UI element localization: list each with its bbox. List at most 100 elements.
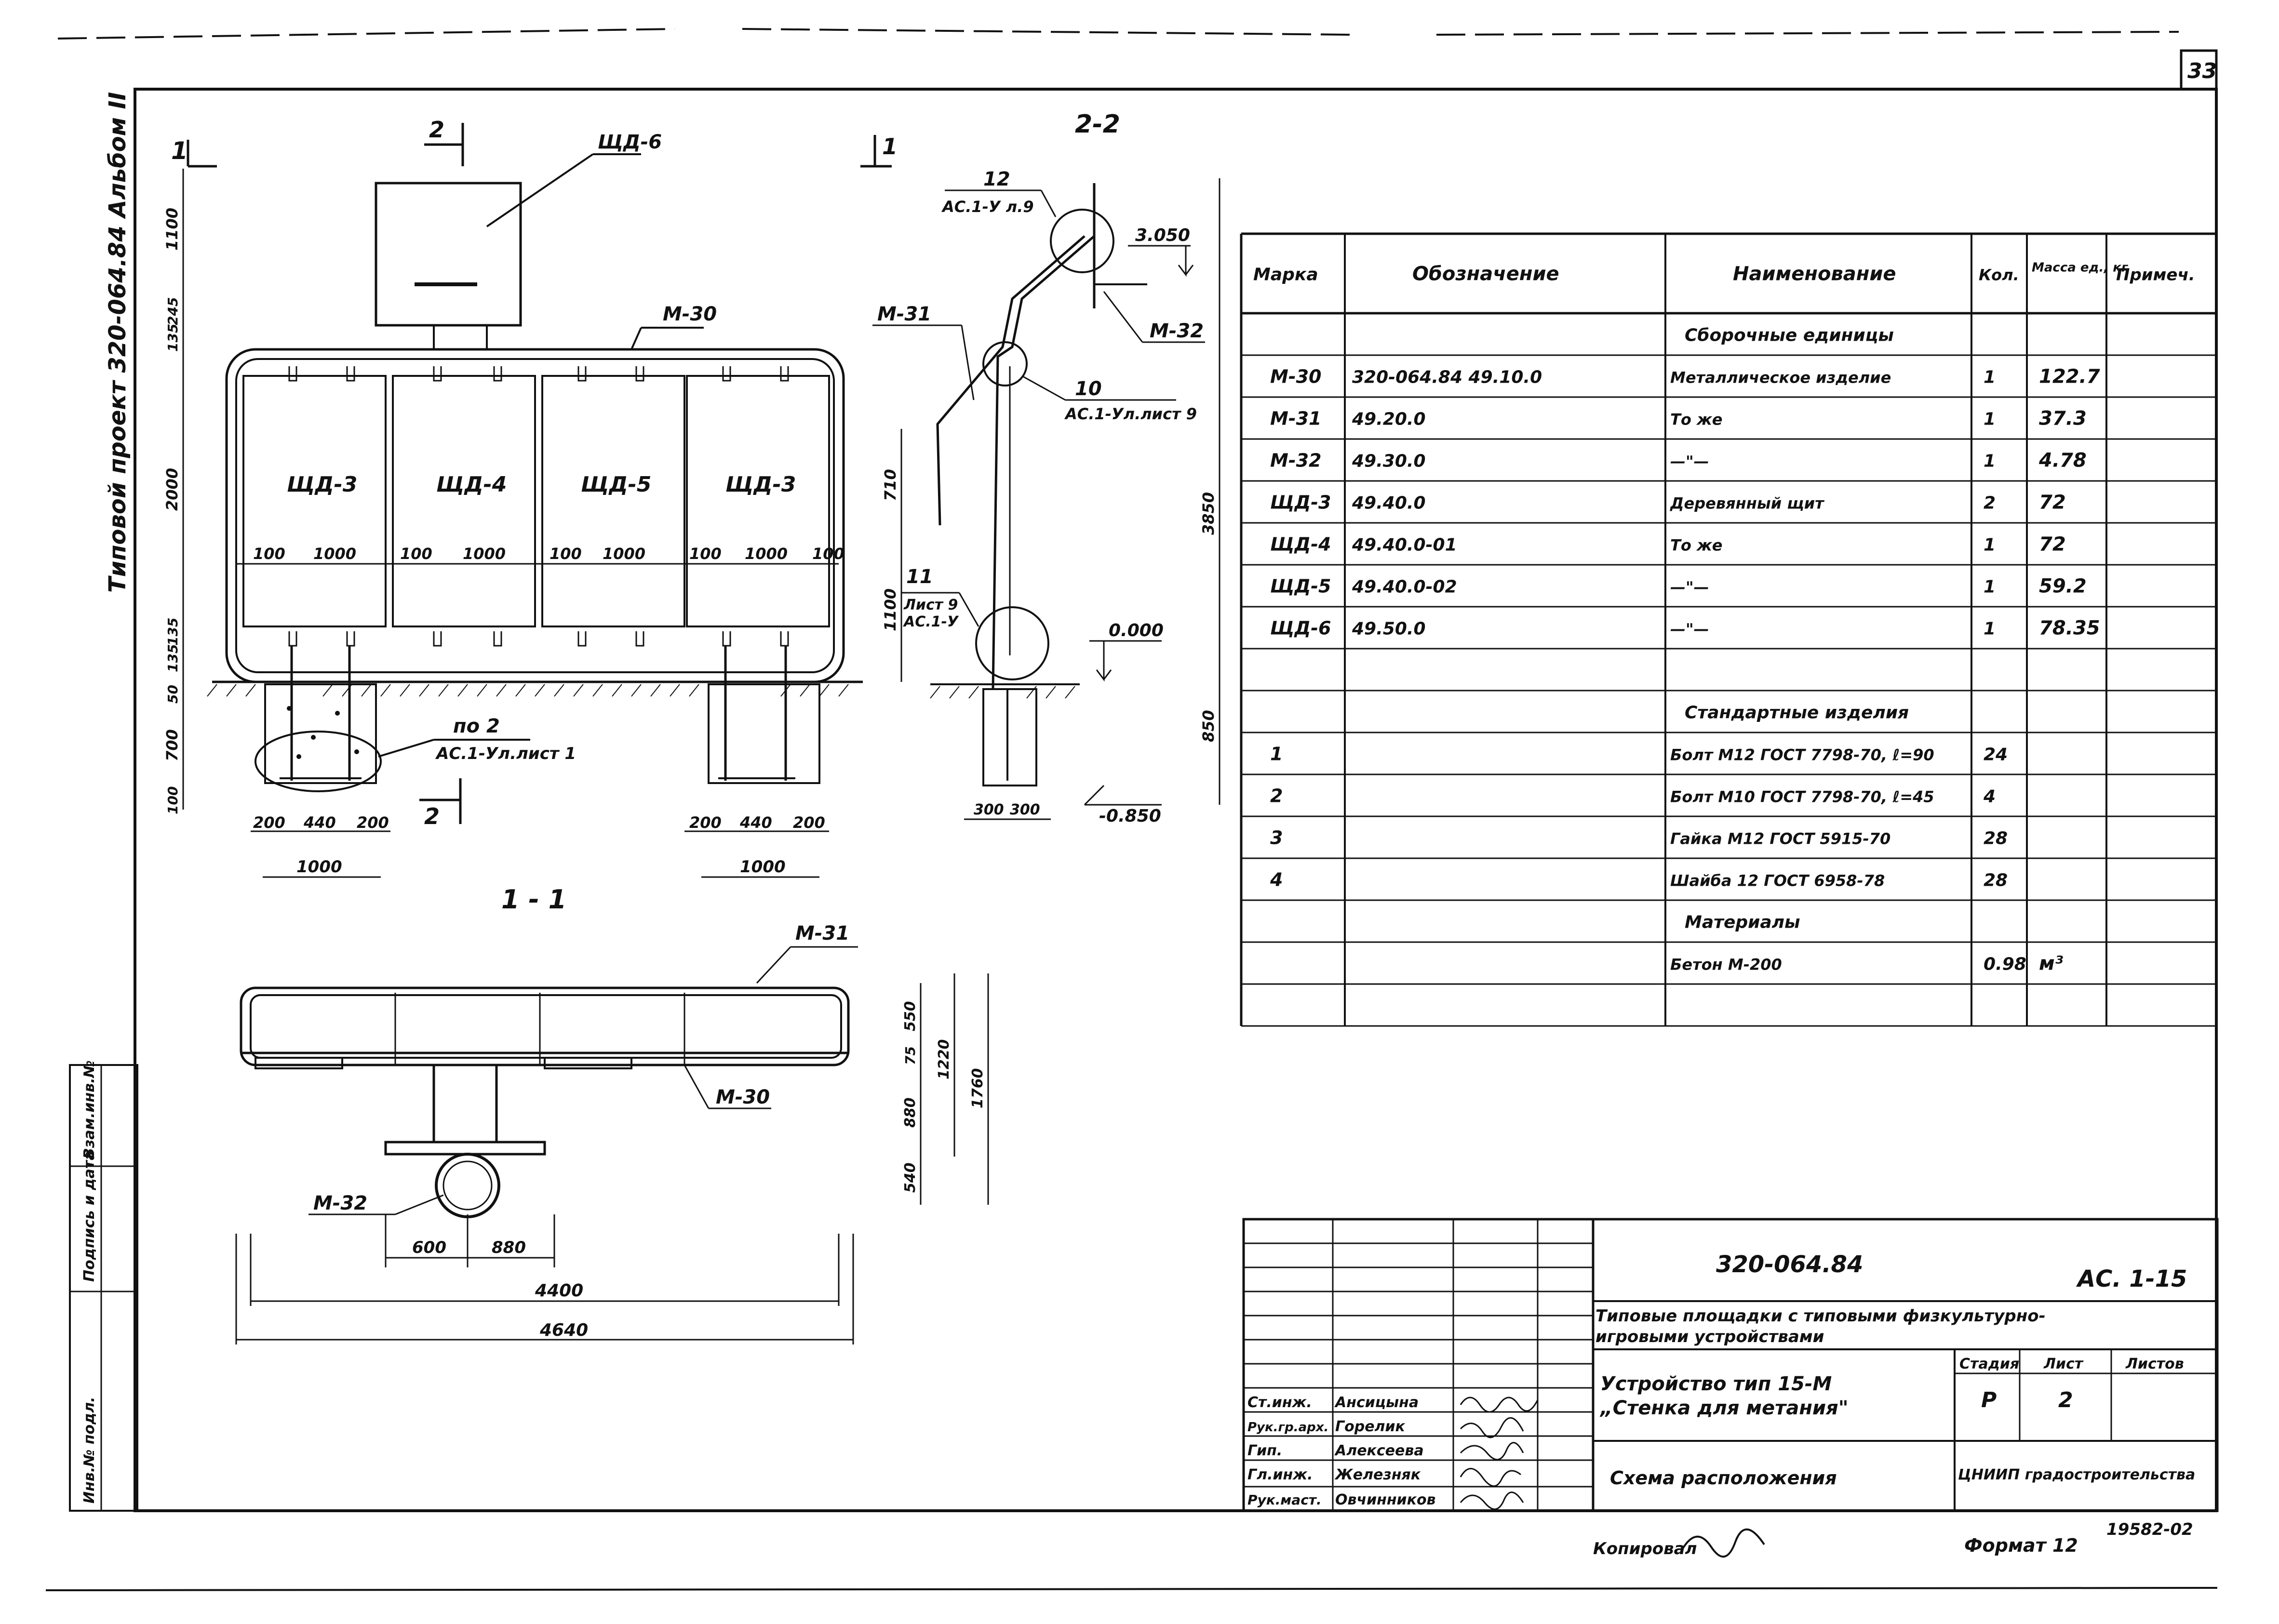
svg-text:540: 540 <box>902 1162 919 1193</box>
svg-text:100: 100 <box>689 545 722 563</box>
spec-header-mass: Масса ед., кг <box>2032 261 2129 275</box>
spec-cell-mark: М-30 <box>1270 366 1321 387</box>
callout-po2: по 2 <box>453 715 500 737</box>
spec-cell-designation: 320-064.84 49.10.0 <box>1352 368 1542 387</box>
svg-text:1000: 1000 <box>740 857 786 877</box>
svg-text:700: 700 <box>163 729 181 761</box>
spec-cell-name: Шайба 12 ГОСТ 6958-78 <box>1670 872 1885 890</box>
elev-top: 3.050 <box>1135 226 1190 245</box>
title-block: 320-064.84 АС. 1-15 Типовые площадки с т… <box>1242 1218 2219 1512</box>
spec-cell-mark: 3 <box>1270 827 1283 849</box>
left-vertical-dims: 1100 135 245 2000 135 135 50 700 100 <box>163 169 184 814</box>
spec-cell-name: То же <box>1670 536 1723 555</box>
svg-text:1000: 1000 <box>296 857 342 877</box>
project-title-2: игровыми устройствами <box>1595 1327 1824 1346</box>
spec-cell-qty: 24 <box>1984 745 2008 765</box>
stage-value: Р <box>1981 1388 1997 1412</box>
spec-cell-mass: 59.2 <box>2039 575 2087 598</box>
svg-text:100: 100 <box>550 545 582 563</box>
stage-label: Стадия <box>1959 1356 2019 1372</box>
section-2-2-title: 2-2 <box>1075 110 1120 139</box>
svg-text:135: 135 <box>165 644 181 672</box>
svg-text:1000: 1000 <box>463 545 506 563</box>
spec-cell-designation: 49.40.0-01 <box>1352 535 1457 555</box>
svg-text:3850: 3850 <box>1199 492 1218 535</box>
svg-text:440: 440 <box>303 813 336 832</box>
label-m32-section: М-32 <box>1150 320 1204 342</box>
callout-12-ref: АС.1-У л.9 <box>941 198 1034 216</box>
svg-text:2: 2 <box>429 117 444 143</box>
label-shd6: ЩД-6 <box>598 131 662 153</box>
svg-text:Ансицына: Ансицына <box>1334 1394 1419 1411</box>
panel-width-dims: 100 1000 100 1000 100 1000 100 1000 100 <box>236 545 845 565</box>
cut-mark-2-bottom: 2 <box>419 778 462 829</box>
project-code: 320-064.84 <box>1716 1251 1863 1278</box>
svg-text:2: 2 <box>424 803 440 829</box>
svg-text:1000: 1000 <box>313 545 356 563</box>
spec-cell-mark: 4 <box>1270 869 1283 891</box>
project-title-1: Типовые площадки с типовыми физкультурно… <box>1595 1306 2046 1326</box>
panel-label-3: ЩД-5 <box>581 472 651 497</box>
elev-ground: 0.000 <box>1109 621 1164 640</box>
svg-text:1100: 1100 <box>163 208 181 251</box>
svg-text:300: 300 <box>1010 801 1040 818</box>
svg-text:850: 850 <box>1199 710 1218 742</box>
elev-bottom: -0.850 <box>1099 806 1161 826</box>
spec-cell-mass: 37.3 <box>2039 408 2087 430</box>
svg-text:200: 200 <box>793 813 825 832</box>
footing-dims: 200 440 200 1000 200 440 200 1000 <box>251 813 829 878</box>
side-stamp: Инв.№ подл. Подпись и дата Взам.инв.№ <box>69 1060 138 1512</box>
spec-cell-qty: 28 <box>1984 871 2008 891</box>
svg-text:710: 710 <box>881 469 899 501</box>
spec-cell-mark: ЩД-3 <box>1270 492 1331 513</box>
svg-text:4400: 4400 <box>535 1281 583 1301</box>
spec-cell-name: —"— <box>1670 453 1709 471</box>
spec-cell-qty: 1 <box>1984 368 1996 387</box>
spec-cell-name: Стандартные изделия <box>1685 703 1909 723</box>
spec-cell-qty: 28 <box>1984 829 2008 849</box>
object-line-2: „Стенка для метания" <box>1599 1397 1849 1419</box>
callout-11-num: 11 <box>906 566 933 588</box>
copied-signature <box>1681 1528 1765 1557</box>
spec-cell-mass: 72 <box>2039 492 2066 514</box>
spec-cell-designation: 49.40.0-02 <box>1352 577 1457 597</box>
signatures <box>1460 1397 1539 1510</box>
spec-header-note: Примеч. <box>2116 266 2195 285</box>
footer: Копировал Формат 12 19582-02 <box>1593 1520 2193 1558</box>
object-line-1: Устройство тип 15-М <box>1600 1373 1832 1395</box>
people-list: Ст.инж. Ансицына Рук.гр.арх. Горелик Гип… <box>1247 1394 1436 1508</box>
page-number: 33 <box>2187 59 2217 83</box>
spec-cell-qty: 0.98 <box>1984 955 2026 974</box>
section-1-1: 1 - 1 М-31 М-30 М-32 550 75 880 540 1220… <box>235 884 989 1344</box>
svg-text:100: 100 <box>165 786 181 814</box>
label-m32-plan: М-32 <box>313 1192 367 1214</box>
svg-text:135: 135 <box>165 324 181 352</box>
spec-cell-mark: М-32 <box>1270 450 1321 471</box>
callout-11-ref1: Лист 9 <box>903 597 958 613</box>
svg-text:Овчинников: Овчинников <box>1335 1491 1436 1508</box>
spec-cell-name: Материалы <box>1685 913 1800 932</box>
stamp-col-3: Взам.инв.№ <box>81 1060 98 1159</box>
spec-cell-name: Гайка М12 ГОСТ 5915-70 <box>1670 830 1890 848</box>
svg-text:245: 245 <box>165 297 181 325</box>
cut-mark-1-right: 1 <box>860 133 898 168</box>
svg-text:200: 200 <box>689 813 722 832</box>
spec-header-qty: Кол. <box>1979 266 2019 284</box>
footing-right <box>708 646 820 784</box>
svg-text:50: 50 <box>165 685 181 704</box>
spec-cell-name: Бетон М-200 <box>1670 956 1782 974</box>
svg-text:Гл.инж.: Гл.инж. <box>1247 1466 1313 1483</box>
label-m30: М-30 <box>663 303 717 325</box>
spec-cell-mark: 2 <box>1270 785 1283 807</box>
svg-text:100: 100 <box>253 545 285 563</box>
callout-11-ref2: АС.1-У <box>903 613 959 630</box>
svg-text:200: 200 <box>357 813 389 832</box>
svg-text:75: 75 <box>902 1046 918 1065</box>
svg-text:Рук.гр.арх.: Рук.гр.арх. <box>1247 1420 1328 1435</box>
sheet-value: 2 <box>2058 1388 2073 1412</box>
svg-text:200: 200 <box>253 813 285 832</box>
svg-text:100: 100 <box>812 545 845 563</box>
callout-po2-ref: АС.1-Ул.лист 1 <box>435 744 576 763</box>
drawing-name: Схема расположения <box>1610 1467 1837 1489</box>
svg-text:Алексеева: Алексеева <box>1334 1442 1424 1459</box>
